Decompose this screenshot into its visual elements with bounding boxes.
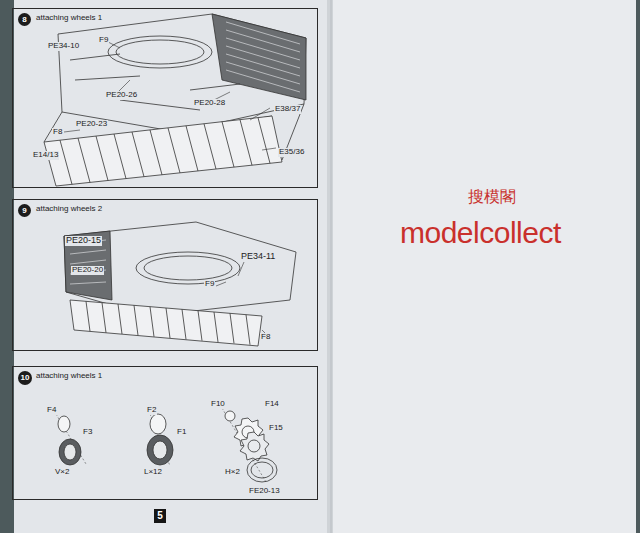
hull-drawing-step8 [70,54,240,110]
hull-drawing-step8 [62,42,276,150]
hull-drawing-step8 [58,14,306,132]
hull-drawing-step8 [44,14,306,186]
wheel-drawings-step10 [248,440,260,452]
hull-drawing-step8 [44,116,282,186]
hull-drawing-step9 [70,240,106,284]
part-callout: F14 [264,400,280,409]
part-callout: V×2 [54,468,70,477]
step-panel: attaching wheels 1 8 [12,8,318,188]
part-callout: E38/37 [274,105,301,114]
part-callout: L×12 [143,468,163,477]
part-callout: F8 [260,333,271,342]
part-callout: F1 [176,428,187,437]
part-callout: E14/13 [32,151,59,160]
part-callout: PE20-26 [105,91,138,100]
part-callout: PE20-20 [71,266,104,275]
booklet-pages [331,0,332,533]
part-callout: F3 [82,428,93,437]
wheel-drawings-step10 [56,408,266,482]
hull-drawing-step9 [144,256,232,280]
step-panel: attaching wheels 1 10 [12,366,318,500]
part-callout: H×2 [224,468,241,477]
step-number: 8 [18,13,31,26]
booklet-pages [327,0,333,533]
part-callout: F4 [46,406,57,415]
part-callout: PE20-15 [65,236,102,246]
number-text: 8 [22,16,26,24]
part-callout: PE34-10 [47,42,80,51]
step-panel: attaching wheels 2 9 [12,199,318,351]
step-title: attaching wheels 1 [35,14,103,23]
part-callout: F9 [98,36,109,45]
number-text: 10 [21,374,30,382]
hull-drawing-step8 [226,22,300,92]
wheel-drawings-step10 [153,441,167,459]
wheel-drawings-step10 [225,411,235,421]
hull-drawing-step8 [116,40,204,64]
hull-drawing-step9 [216,262,268,336]
wheel-drawings-step10 [59,439,81,465]
part-callout: E35/36 [278,148,305,157]
part-callout: F10 [210,400,226,409]
part-callout: PE20-28 [193,99,226,108]
booklet-pages [14,0,331,533]
part-callout: F2 [146,406,157,415]
hull-drawing-step9 [64,222,296,316]
hull-drawing-step9 [64,231,112,300]
wheel-drawings-step10 [247,458,277,482]
number-text: 5 [157,511,163,521]
wheel-drawings-step10 [240,432,269,461]
part-callout: PE20-23 [75,120,108,129]
step-number: 9 [18,204,31,217]
page-number: 5 [154,509,166,523]
hull-drawing-step8 [60,118,270,185]
part-callout: F15 [268,424,284,433]
part-callout: F9 [204,280,215,289]
brand-logo: modelcollect [399,216,562,249]
brand-logo: 搜模閣 [467,188,517,206]
part-callout: FE20-13 [248,487,281,496]
wheel-drawings-step10 [64,444,76,460]
hull-drawing-step9 [70,300,262,346]
hull-drawing-step8 [212,14,306,100]
number-text: 9 [22,207,26,215]
wheel-drawings-step10 [56,408,277,482]
step-title: attaching wheels 1 [35,372,103,381]
wheel-drawings-step10 [150,414,166,434]
wheel-drawings-step10 [58,416,70,432]
booklet-pages [331,0,636,533]
booklet-pages [14,0,636,533]
part-callout: F8 [52,128,63,137]
step-title: attaching wheels 2 [35,205,103,214]
wheel-drawings-step10 [147,435,173,465]
hull-drawing-step8 [108,36,212,68]
step-number: 10 [18,371,32,385]
hull-drawing-step9 [64,222,296,346]
hull-drawing-step9 [136,252,240,284]
part-callout: PE34-11 [240,252,276,262]
hull-drawing-step9 [86,301,250,344]
wheel-drawings-step10 [251,462,273,478]
